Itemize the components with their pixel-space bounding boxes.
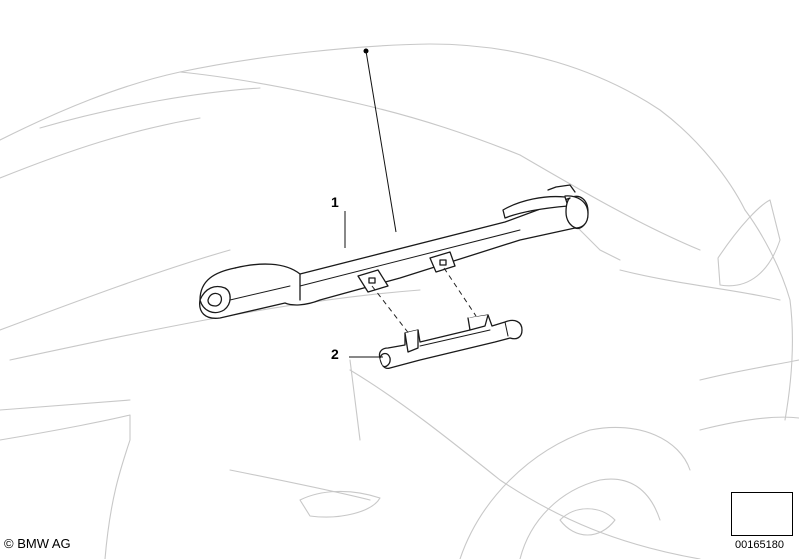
navigation-icon-box [731, 492, 793, 536]
part-1-tube [199, 184, 589, 319]
leader-lines [344, 48, 477, 358]
document-number: 00165180 [735, 539, 784, 551]
callout-2: 2 [331, 346, 339, 362]
copyright-text: © BMW AG [4, 536, 71, 551]
callout-1: 1 [331, 194, 339, 210]
part-2-connector [378, 314, 523, 370]
car-outline [0, 43, 799, 559]
